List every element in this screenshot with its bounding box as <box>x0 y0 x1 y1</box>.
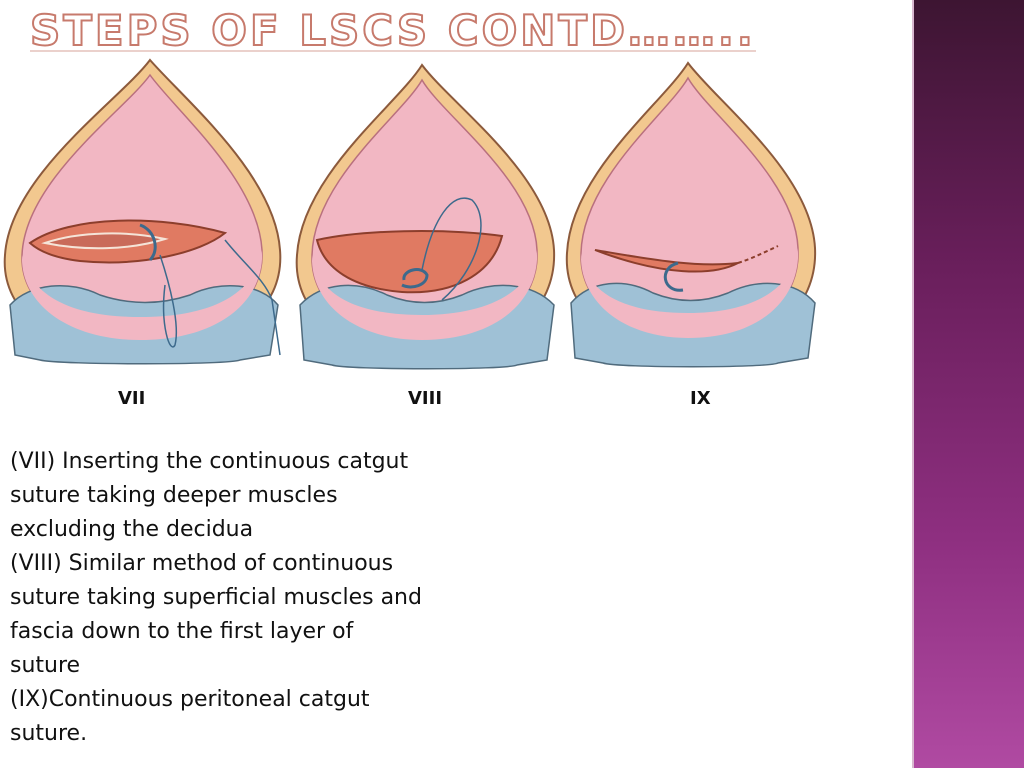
caption-line: (VII) Inserting the continuous catgut <box>10 449 409 474</box>
slide-title: STEPS OF LSCS CONTD…….. <box>29 5 756 56</box>
figure-label-vii: VII <box>118 388 146 409</box>
caption-text: (VII) Inserting the continuous catgut su… <box>10 445 500 751</box>
caption-line: (VIII) Similar method of continuous <box>10 551 394 576</box>
caption-line: (IX)Continuous peritoneal catgut <box>10 687 370 712</box>
illustration-viii <box>295 63 556 370</box>
illustration-vii <box>3 58 282 365</box>
decorative-sidebar <box>912 0 1024 768</box>
caption-line: fascia down to the first layer of <box>10 619 354 644</box>
caption-line: suture taking deeper muscles <box>10 483 338 508</box>
caption-line: suture. <box>10 721 88 746</box>
caption-line: excluding the decidua <box>10 517 254 542</box>
illustration-ix <box>565 61 817 368</box>
figure-label-ix: IX <box>690 388 711 409</box>
figure-label-viii: VIII <box>408 388 443 409</box>
caption-line: suture taking superficial muscles and <box>10 585 422 610</box>
caption-line: suture <box>10 653 81 678</box>
